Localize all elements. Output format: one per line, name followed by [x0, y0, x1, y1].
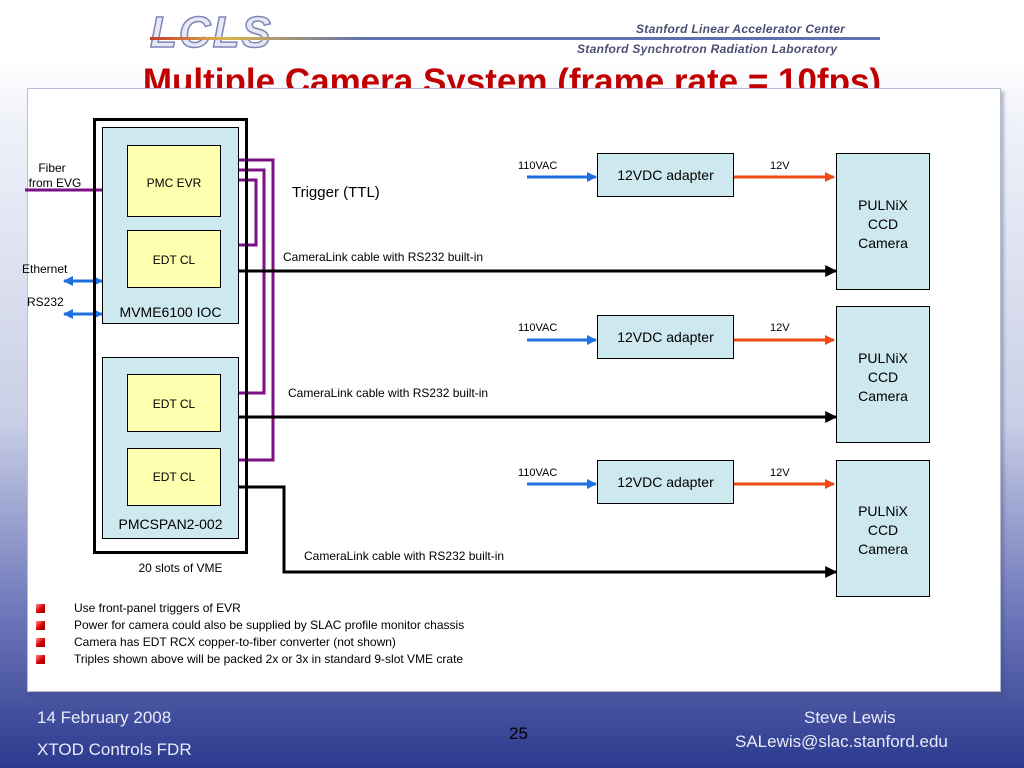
ioc-label: MVME6100 IOC [119, 304, 222, 320]
footer-event: XTOD Controls FDR [37, 740, 192, 759]
adapter-label-3: 12VDC adapter [617, 474, 714, 490]
trigger-line-2 [221, 168, 266, 398]
pmcspan-label: PMCSPAN2-002 [118, 516, 223, 532]
header-rule [150, 37, 880, 40]
trigger-label: Trigger (TTL) [292, 184, 380, 201]
rs232-label: RS232 [27, 295, 64, 309]
vac-label-1: 110VAC [518, 160, 558, 172]
camera-2-line-2: CCD [867, 369, 899, 385]
camera-1-line-2: CCD [867, 216, 899, 232]
edt-cl-card-3 [127, 448, 221, 506]
camera-2-line-1: PULNiX [858, 350, 908, 366]
adapter-box-1 [597, 153, 734, 197]
pmc-evr-card [127, 145, 221, 217]
vme-crate [93, 118, 248, 554]
vme-slots-label: 20 slots of VME [138, 561, 223, 575]
cable-label-3: CameraLink cable with RS232 built-in [304, 549, 505, 563]
camera-1-line-1: PULNiX [858, 197, 908, 213]
edt-cl-label-3: EDT CL [152, 470, 196, 484]
org-name-ssrl: Stanford Synchrotron Radiation Laborator… [577, 42, 838, 56]
cable-label-2: CameraLink cable with RS232 built-in [288, 386, 489, 400]
pmc-evr-label: PMC EVR [146, 176, 202, 190]
adapter-box-2 [597, 315, 734, 359]
camera-3-line-1: PULNiX [858, 503, 908, 519]
fiber-label: Fiber [38, 161, 66, 175]
cameralink-cable-3 [220, 481, 838, 578]
bullet-icon [36, 655, 45, 664]
camera-label-3: PULNiX CCD Camera [836, 502, 930, 559]
vac-label-3: 110VAC [518, 467, 558, 479]
edt-cl-card-1 [127, 230, 221, 288]
v12-label-1: 12V [770, 160, 790, 172]
edt-cl-card-2 [127, 374, 221, 432]
footer-email: SALewis@slac.stanford.edu [735, 732, 948, 751]
bullet-icon [36, 621, 45, 630]
camera-box-1 [836, 153, 930, 290]
bullet-text-3: Camera has EDT RCX copper-to-fiber conve… [74, 635, 396, 649]
camera-2-line-3: Camera [858, 388, 908, 404]
camera-label-1: PULNiX CCD Camera [836, 196, 930, 253]
edt-cl-label-1: EDT CL [152, 253, 196, 267]
page-number: 25 [509, 724, 528, 743]
camera-3-line-2: CCD [867, 522, 899, 538]
adapter-label-2: 12VDC adapter [617, 329, 714, 345]
camera-box-3 [836, 460, 930, 597]
cable-label-1: CameraLink cable with RS232 built-in [283, 250, 484, 264]
bullet-text-1: Use front-panel triggers of EVR [74, 601, 241, 615]
lcls-logo: LCLS [149, 7, 273, 58]
from-evg-label: from EVG [28, 176, 82, 190]
v12-label-2: 12V [770, 322, 790, 334]
adapter-label-1: 12VDC adapter [617, 167, 714, 183]
camera-1-line-3: Camera [858, 235, 908, 251]
edt-cl-label-2: EDT CL [152, 397, 196, 411]
v12-label-3: 12V [770, 467, 790, 479]
camera-box-2 [836, 306, 930, 443]
footer-date: 14 February 2008 [37, 708, 172, 727]
footer-author: Steve Lewis [804, 708, 896, 727]
camera-label-2: PULNiX CCD Camera [836, 349, 930, 406]
vac-label-2: 110VAC [518, 322, 558, 334]
camera-3-line-3: Camera [858, 541, 908, 557]
bullet-text-2: Power for camera could also be supplied … [74, 618, 465, 632]
adapter-box-3 [597, 460, 734, 504]
bullet-icon [36, 638, 45, 647]
ethernet-label: Ethernet [22, 262, 68, 276]
org-name-slac: Stanford Linear Accelerator Center [636, 22, 846, 36]
bullet-icon [36, 604, 45, 613]
bullet-text-4: Triples shown above will be packed 2x or… [74, 652, 464, 666]
